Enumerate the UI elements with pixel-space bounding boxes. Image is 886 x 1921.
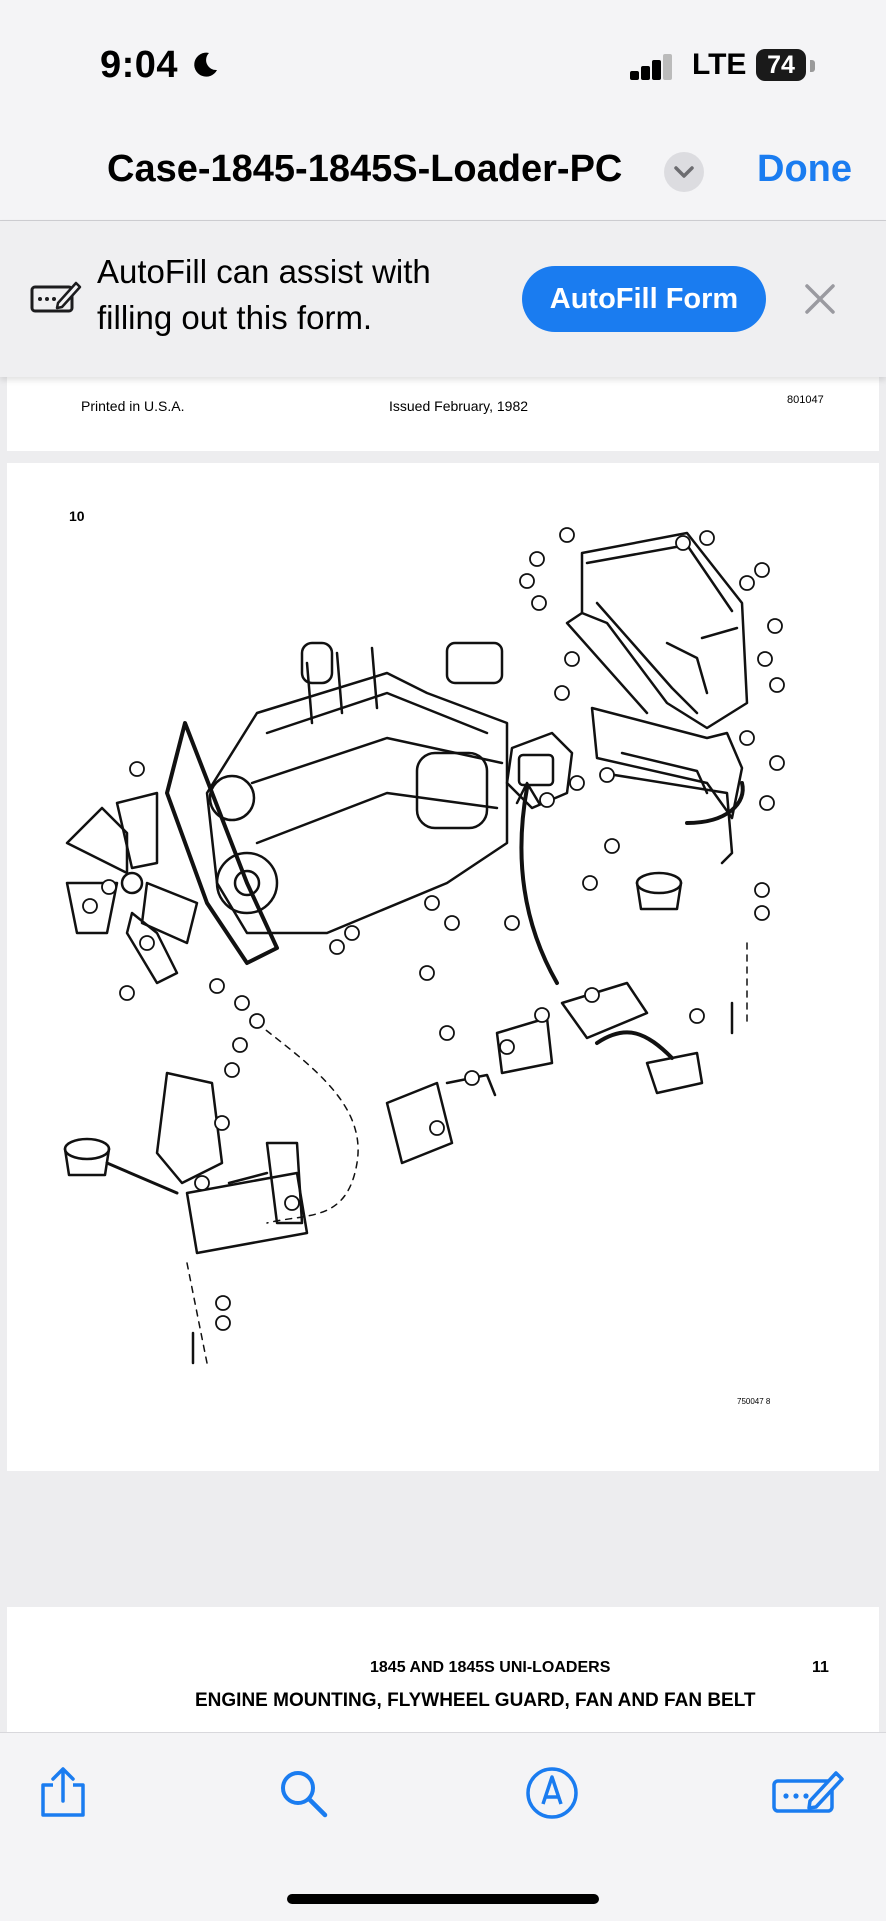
document-title[interactable]: Case-1845-1845S-Loader-PC	[107, 148, 623, 190]
page-number: 11	[812, 1659, 829, 1676]
markup-icon[interactable]	[522, 1763, 582, 1823]
section-title: ENGINE MOUNTING, FLYWHEEL GUARD, FAN AND…	[195, 1690, 756, 1711]
autofill-form-icon[interactable]	[770, 1763, 846, 1823]
battery-icon: 74	[756, 49, 806, 81]
autofill-form-icon	[30, 281, 82, 313]
signal-icon	[630, 54, 672, 80]
status-time: 9:04	[100, 44, 179, 86]
figure-code: 750047 8	[737, 1397, 771, 1406]
title-menu-button[interactable]	[664, 152, 704, 192]
bottom-toolbar	[0, 1732, 886, 1921]
autofill-form-button[interactable]: AutoFill Form	[522, 266, 766, 332]
navigation-bar: Case-1845-1845S-Loader-PC Done	[0, 120, 886, 221]
done-button[interactable]: Done	[757, 148, 852, 190]
autofill-message: AutoFill can assist with filling out thi…	[97, 249, 497, 341]
section-header: 1845 AND 1845S UNI-LOADERS	[370, 1659, 611, 1676]
battery-cap	[810, 60, 815, 72]
autofill-banner: AutoFill can assist with filling out thi…	[0, 221, 886, 377]
autofill-message-line2: filling out this form.	[97, 299, 373, 336]
pdf-page-next: 1845 AND 1845S UNI-LOADERS 11 ENGINE MOU…	[7, 1607, 879, 1732]
pdf-page-diagram: 10	[7, 463, 879, 1471]
search-icon[interactable]	[273, 1763, 333, 1823]
engine-exploded-diagram	[63, 527, 785, 1365]
status-bar: 9:04 LTE 74	[0, 0, 886, 120]
printed-note: Printed in U.S.A.	[81, 398, 185, 414]
moon-icon	[194, 52, 217, 77]
share-icon[interactable]	[33, 1763, 93, 1823]
page-code: 801047	[787, 394, 824, 406]
pdf-viewer[interactable]: Printed in U.S.A. Issued February, 1982 …	[0, 377, 886, 1732]
chevron-down-icon	[674, 166, 694, 178]
issued-note: Issued February, 1982	[389, 398, 529, 414]
network-label: LTE	[692, 48, 747, 81]
close-icon[interactable]	[800, 279, 840, 319]
pdf-page-previous: Printed in U.S.A. Issued February, 1982 …	[7, 377, 879, 451]
home-indicator	[287, 1894, 599, 1904]
autofill-message-line1: AutoFill can assist with	[97, 253, 431, 290]
page-number: 10	[69, 508, 85, 524]
